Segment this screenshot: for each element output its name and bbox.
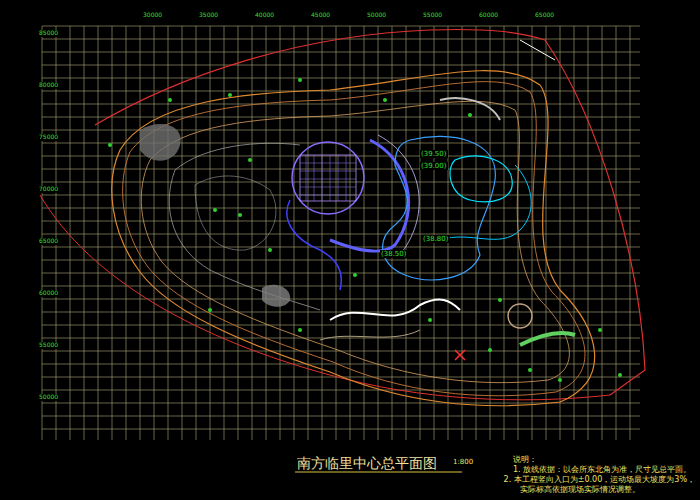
grid-coordinate: 85000 — [38, 30, 59, 37]
grid-coordinate: 50000 — [38, 394, 59, 401]
grid-coordinate: 60000 — [38, 290, 59, 297]
drawing-title: 南方临里中心总平面图 — [296, 455, 438, 471]
note-text: 实际标高依据现场实际情况调整。 — [519, 485, 641, 494]
grid-coordinate: 50000 — [366, 12, 387, 19]
planting — [108, 78, 622, 382]
scale-text: 1:800 — [452, 458, 474, 466]
water-feature — [383, 136, 532, 279]
note-text: 1. 放线依据：以会所东北角为准，尺寸见总平面。 — [512, 465, 692, 474]
grid-coordinate: 55000 — [422, 12, 443, 19]
elevation-text: (39.00) — [420, 162, 448, 170]
grid-coordinate: 65000 — [534, 12, 555, 19]
site-boundary — [40, 29, 645, 405]
grid-coordinate: 35000 — [198, 12, 219, 19]
grid-coordinate: 70000 — [38, 186, 59, 193]
grid-coordinate: 30000 — [142, 12, 163, 19]
grid-coordinate: 40000 — [254, 12, 275, 19]
note-heading: 说明： — [512, 455, 538, 464]
grid-coordinate: 65000 — [38, 238, 59, 245]
grid-coordinate: 60000 — [478, 12, 499, 19]
elevation-text: (39.50) — [420, 150, 448, 158]
elevation-text: (38.50) — [380, 250, 408, 258]
grid-coordinate: 45000 — [310, 12, 331, 19]
grid-coordinate: 80000 — [38, 82, 59, 89]
grid-coordinate: 75000 — [38, 134, 59, 141]
grid-coordinate: 55000 — [38, 342, 59, 349]
clubhouse-building — [287, 135, 419, 290]
title-underline — [295, 472, 462, 473]
elevation-text: (38.80) — [422, 235, 450, 243]
note-text: 2. 本工程竖向入口为±0.00，运动场最大坡度为3%， — [503, 475, 696, 484]
